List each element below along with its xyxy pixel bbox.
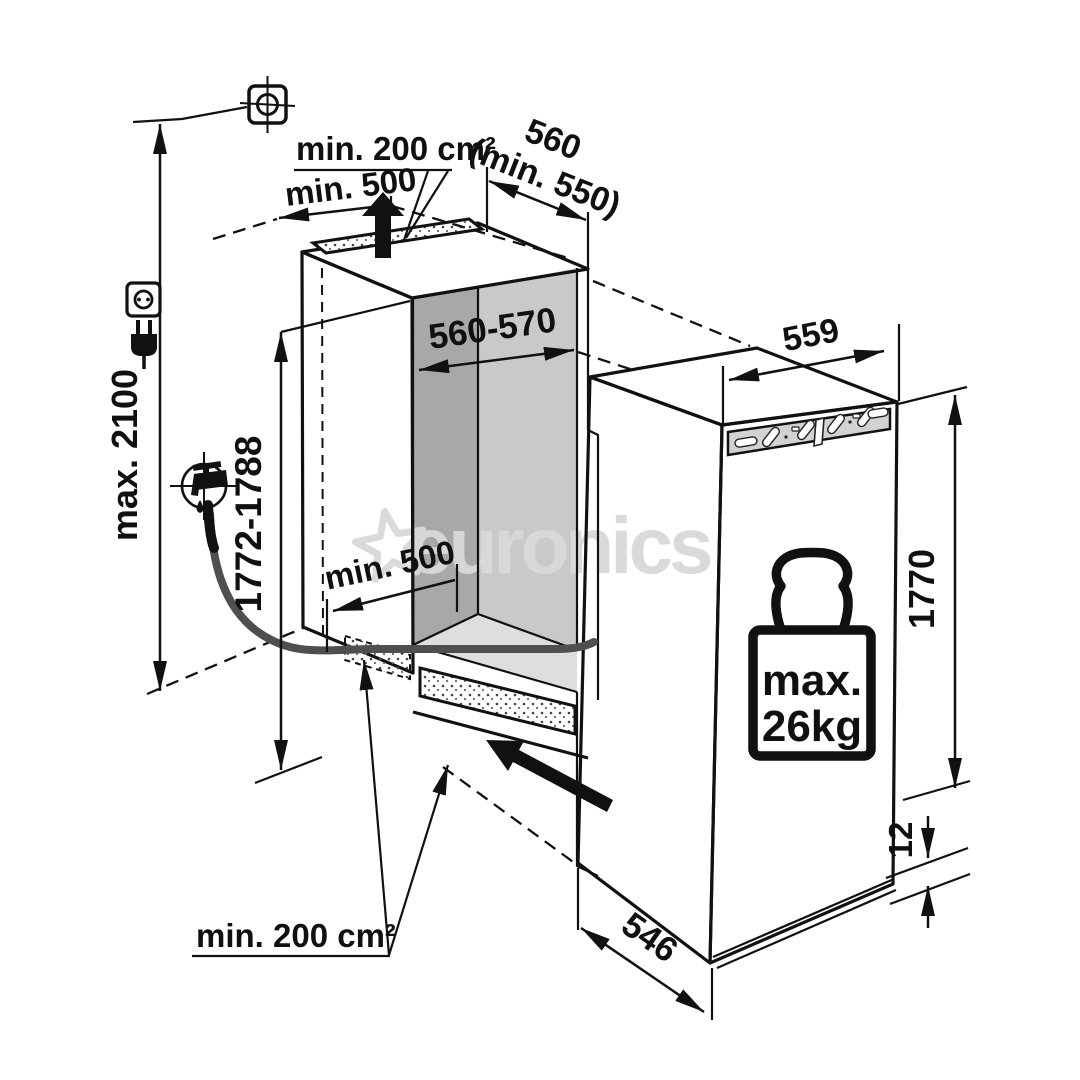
- drain-hose: [206, 510, 598, 655]
- dim-room-height-label: max. 2100: [104, 369, 145, 541]
- star-icon: [351, 508, 427, 583]
- dimension-niche-height: 1772-1788: [228, 299, 411, 785]
- dim-niche-height-label: 1772-1788: [228, 436, 269, 613]
- base-gap-label: 12: [882, 822, 919, 859]
- refrigerator-outline: [576, 346, 899, 970]
- dimension-vent-bottom: min. 200 cm²: [192, 659, 450, 958]
- weight-icon: max. 26kg: [748, 547, 876, 761]
- fridge-top-face: [590, 348, 897, 425]
- water-tap-icon: [170, 452, 238, 520]
- hose-fitting: [203, 500, 219, 553]
- watermark: euronics: [351, 501, 715, 590]
- weight-max-label: max.: [762, 656, 862, 705]
- fridge-side-face: [578, 377, 722, 963]
- power-socket-icon: [125, 281, 162, 318]
- vent-top-label: min. 200 cm²: [296, 130, 496, 167]
- top-clearance-label: min. 500: [283, 160, 419, 213]
- watermark-text: euronics: [408, 501, 711, 590]
- niche-front-face: [302, 252, 413, 673]
- niche-cabinet-outline: [300, 221, 600, 877]
- appliance-width-label: 559: [779, 311, 842, 359]
- appliance-height-label: 1770: [901, 549, 942, 629]
- power-plug-icon: [131, 320, 157, 369]
- water-drop-icon: [196, 500, 204, 513]
- crosshair-target-icon: [239, 76, 296, 133]
- dimension-room-height: max. 2100: [104, 105, 248, 691]
- airflow-up-arrow-icon: [362, 192, 404, 258]
- dimension-base-gap: 12: [882, 816, 971, 928]
- weight-value-label: 26kg: [762, 702, 862, 751]
- dimension-appliance-height: 1770: [897, 385, 971, 802]
- control-panel: [726, 406, 892, 457]
- niche-side-wall: [413, 288, 478, 645]
- niche-floor: [413, 614, 577, 692]
- dimension-vent-top: min. 200 cm²: [294, 130, 496, 241]
- vent-strip-top: [309, 217, 486, 255]
- vent-bottom-label: min. 200 cm²: [196, 917, 396, 954]
